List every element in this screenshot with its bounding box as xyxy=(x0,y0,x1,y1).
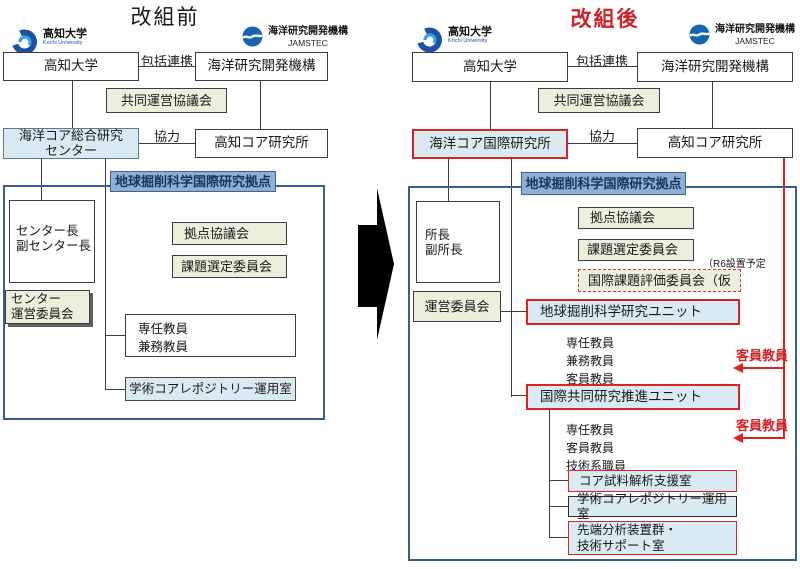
left-box-topic-committee: 課題選定委員会 xyxy=(172,255,287,278)
right-label-cooperation: 協力 xyxy=(588,129,615,144)
right-box-intl-eval-committee: 国際課題評価委員会（仮 xyxy=(578,269,741,292)
right-box-jamstec: 海洋研究開発機構 xyxy=(637,52,793,82)
connector xyxy=(490,82,492,129)
jamstec-logo: 海洋研究開発機構 JAMSTEC xyxy=(689,24,795,46)
connector xyxy=(448,159,450,201)
red-arrow xyxy=(742,437,784,439)
right-box-university: 高知大学 xyxy=(412,52,568,82)
right-label-partnership: 包括連携 xyxy=(575,54,628,69)
right-visiting-label-1: 客員教員 xyxy=(736,348,789,363)
connector xyxy=(139,66,195,68)
red-arrow xyxy=(742,367,784,369)
kochi-logo-icon xyxy=(12,29,37,55)
right-box-topic-committee: 課題選定委員会 xyxy=(578,239,694,261)
connector xyxy=(549,537,568,539)
kochi-logo-title: 高知大学 xyxy=(448,26,492,38)
left-label-cooperation: 協力 xyxy=(153,129,180,144)
right-box-steering: 運営委員会 xyxy=(413,291,501,322)
right-box-joint-council: 共同運営協議会 xyxy=(538,88,660,113)
kochi-logo-subtitle: Kochi University xyxy=(448,38,488,45)
connector xyxy=(568,143,637,145)
red-arrowhead-icon xyxy=(733,363,743,373)
left-box-steering: センター 運営委員会 xyxy=(5,290,90,324)
jamstec-logo-subtitle: JAMSTEC xyxy=(735,36,775,46)
connector xyxy=(139,143,195,145)
connector xyxy=(549,410,551,538)
right-note-r6: （R6設置予定 xyxy=(703,259,766,270)
connector xyxy=(511,159,513,397)
left-hub-header: 地球掘削科学国際研究拠点 xyxy=(110,171,276,192)
jamstec-logo-title: 海洋研究開発機構 xyxy=(715,24,795,35)
kochi-logo-subtitle: Kochi University xyxy=(43,40,83,47)
connector xyxy=(105,389,126,391)
connector xyxy=(511,395,526,397)
left-box-hub-council: 拠点協議会 xyxy=(172,222,287,245)
left-box-university: 高知大学 xyxy=(3,52,139,81)
connector xyxy=(72,81,74,128)
red-relation-line xyxy=(783,158,785,439)
right-box-director: 所長 副所長 xyxy=(416,201,500,283)
connector xyxy=(549,480,568,482)
right-staff-intl: 専任教員 客員教員 技術系職員 xyxy=(566,423,627,473)
right-title: 改組後 xyxy=(570,8,640,31)
right-box-repository: 学術コアレポジトリー運用室 xyxy=(568,492,737,521)
kochi-logo-title: 高知大学 xyxy=(43,28,87,40)
connector xyxy=(105,335,126,337)
left-box-repository: 学術コアレポジトリー運用室 xyxy=(125,377,296,401)
left-box-kochi-core: 高知コア研究所 xyxy=(195,129,328,158)
jamstec-logo-icon xyxy=(242,26,263,47)
right-box-kochi-core: 高知コア研究所 xyxy=(637,128,793,158)
connector xyxy=(568,66,637,68)
right-box-advanced-analysis: 先端分析装置群・ 技術サポート室 xyxy=(568,521,737,555)
kochi-university-logo: 高知大学 Kochi University xyxy=(11,28,87,55)
connector xyxy=(712,82,714,128)
left-box-jamstec: 海洋研究開発機構 xyxy=(195,52,328,81)
connector xyxy=(105,158,107,390)
right-box-hub-council: 拠点協議会 xyxy=(578,207,694,229)
connector xyxy=(549,506,568,508)
right-hub-header: 地球掘削科学国際研究拠点 xyxy=(521,172,686,195)
left-title: 改組前 xyxy=(130,6,200,29)
right-box-drilling-unit: 地球掘削科学研究ユニット xyxy=(526,299,740,325)
connector xyxy=(499,311,526,313)
right-box-intl-unit: 国際共同研究推進ユニット xyxy=(526,384,740,410)
transition-arrow-icon xyxy=(358,188,394,340)
kochi-university-logo: 高知大学 Kochi University xyxy=(416,26,492,53)
jamstec-logo-icon xyxy=(689,24,710,45)
right-staff-drilling: 専任教員 兼務教員 客員教員 xyxy=(566,336,615,386)
right-box-core-institute: 海洋コア国際研究所 xyxy=(412,129,568,159)
left-box-joint-council: 共同運営協議会 xyxy=(106,88,227,113)
right-visiting-label-2: 客員教員 xyxy=(736,418,789,433)
right-box-core-support: コア試料解析支援室 xyxy=(568,470,737,492)
left-box-core-center: 海洋コア総合研究 センター xyxy=(3,128,139,159)
left-box-director: センター長 副センター長 xyxy=(9,200,95,283)
connector xyxy=(260,81,262,129)
left-label-partnership: 包括連携 xyxy=(140,54,193,69)
jamstec-logo-subtitle: JAMSTEC xyxy=(288,38,328,48)
jamstec-logo-title: 海洋研究開発機構 xyxy=(268,26,348,37)
left-box-faculty: 専任教員 兼務教員 xyxy=(125,314,296,357)
red-arrowhead-icon xyxy=(733,433,743,443)
connector xyxy=(41,158,43,200)
jamstec-logo: 海洋研究開発機構 JAMSTEC xyxy=(242,26,348,48)
kochi-logo-icon xyxy=(417,27,442,53)
